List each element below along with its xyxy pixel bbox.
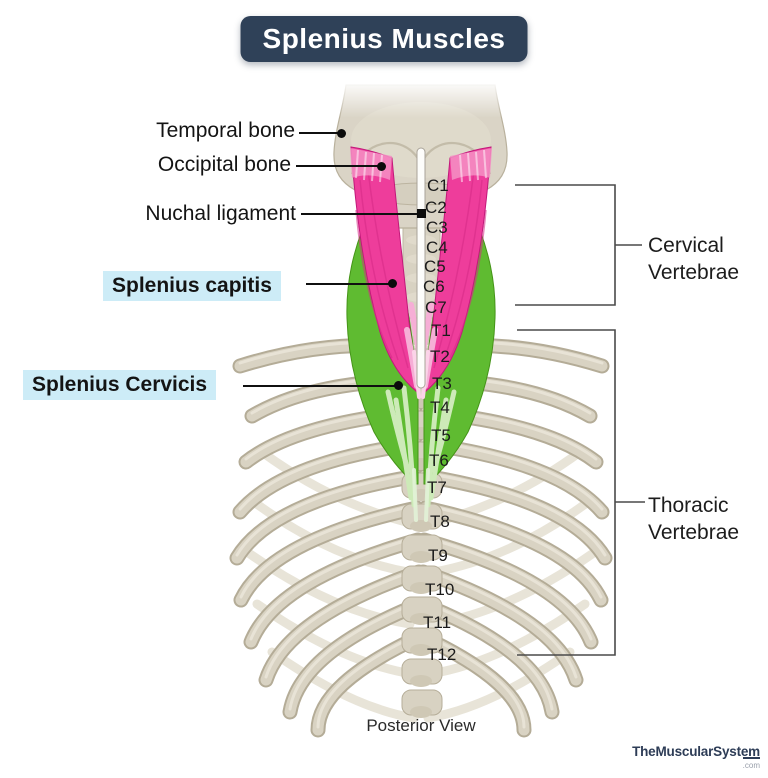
thoracic-bracket xyxy=(517,329,616,656)
leader-nuchal-ligament xyxy=(301,213,421,215)
vertebra-label: C6 xyxy=(423,277,445,296)
vertebra-label: T3 xyxy=(432,374,452,393)
marker-temporal-bone xyxy=(337,129,346,138)
vertebra-label: C5 xyxy=(424,257,446,276)
label-splenius-capitis: Splenius capitis xyxy=(103,271,281,301)
page-title: Splenius Muscles xyxy=(262,23,506,54)
watermark-tld: .com xyxy=(742,757,760,772)
leader-splenius-cervicis xyxy=(243,385,398,387)
cervical-bracket xyxy=(515,184,616,306)
label-thoracic-vertebrae: Thoracic Vertebrae xyxy=(648,494,740,544)
watermark-site: TheMuscularSystem xyxy=(632,744,760,759)
vertebra-label: T7 xyxy=(427,478,447,497)
watermark: TheMuscularSystem .com xyxy=(632,745,760,772)
vertebra-label: T8 xyxy=(430,512,450,531)
marker-splenius-capitis xyxy=(388,279,397,288)
leader-occipital-bone xyxy=(296,165,382,167)
marker-nuchal-ligament xyxy=(417,209,426,218)
vertebra-label: T1 xyxy=(431,321,451,340)
label-splenius-cervicis: Splenius Cervicis xyxy=(23,370,217,400)
vertebra-label: T12 xyxy=(427,645,457,664)
vertebra-label: C7 xyxy=(425,298,447,317)
vertebra-label: T11 xyxy=(423,613,452,632)
marker-splenius-cervicis xyxy=(394,381,403,390)
leader-temporal-bone xyxy=(299,132,341,134)
vertebra-label: T2 xyxy=(430,347,450,366)
view-caption: Posterior View xyxy=(366,716,476,735)
leader-splenius-capitis xyxy=(306,283,392,285)
label-temporal-bone: Temporal bone xyxy=(156,119,295,142)
vertebra-label: T4 xyxy=(430,398,450,417)
vertebra-label: C4 xyxy=(426,238,448,257)
label-cervical-vertebrae: Cervical Vertebrae xyxy=(648,234,740,284)
marker-occipital-bone xyxy=(377,162,386,171)
vertebra-label: T9 xyxy=(428,546,448,565)
vertebra-label: T6 xyxy=(429,451,449,470)
vertebra-label: T10 xyxy=(425,580,455,599)
vertebra-label: T5 xyxy=(431,426,451,445)
vertebra-label: C3 xyxy=(426,218,448,237)
top-fade xyxy=(315,80,530,118)
label-nuchal-ligament: Nuchal ligament xyxy=(145,202,296,225)
splenius-capitis-muscles xyxy=(350,146,492,399)
label-occipital-bone: Occipital bone xyxy=(157,153,291,176)
vertebra-label: C2 xyxy=(425,198,447,217)
vertebra-label: C1 xyxy=(427,176,449,195)
title-banner: Splenius Muscles xyxy=(240,16,528,62)
nuchal-ligament-line xyxy=(416,147,426,389)
